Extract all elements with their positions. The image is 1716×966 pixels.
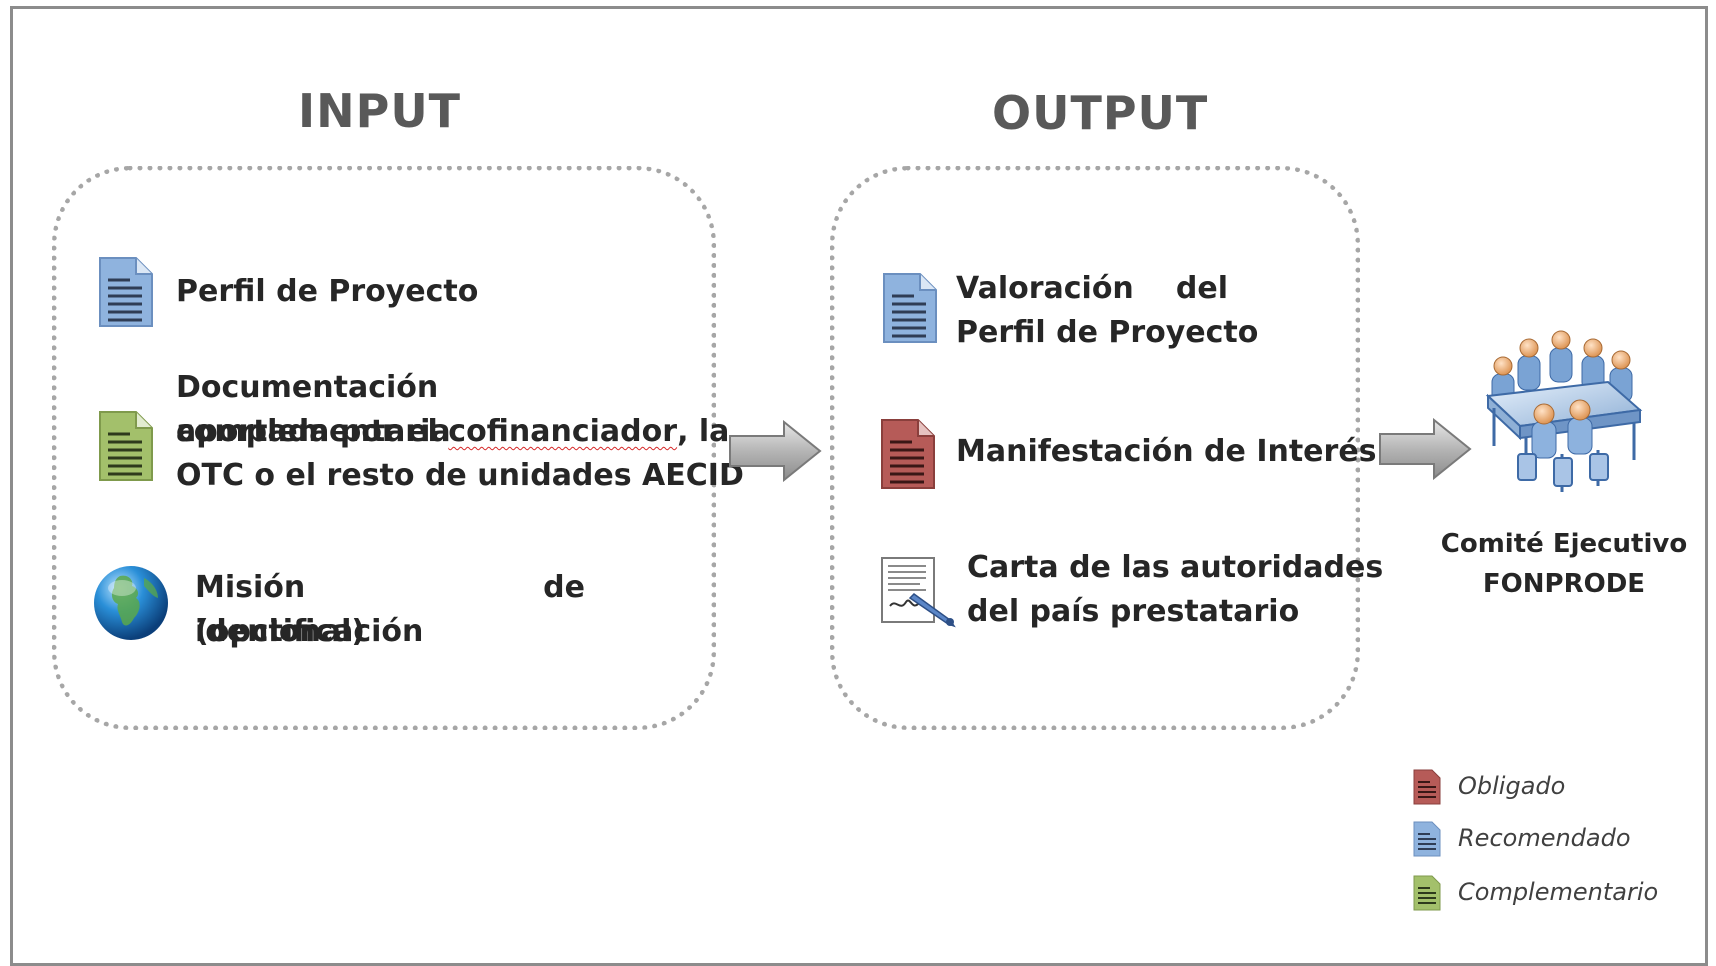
doc-blue-icon [99,257,153,327]
output-item-valoracion-line2: Perfil de Proyecto [956,315,1259,350]
legend-doc-blue-icon [1413,821,1441,857]
input-heading: INPUT [298,84,462,138]
committee-caption: Comité Ejecutivo FONPRODE [1440,524,1688,604]
cofinanciador-word: cofinanciador [448,414,678,449]
input-box [52,166,716,730]
input-item-mision-line1: Misión de identificación [195,570,585,649]
doc-line2-c: , la [677,414,730,449]
output-box [830,166,1360,730]
input-item-documentacion-line1: Documentación complementaria [176,370,451,449]
input-item-perfil-proyecto: Perfil de Proyecto [176,274,479,309]
globe-icon [94,566,168,640]
arrow-right-icon [1379,418,1472,480]
doc-line2-a: aportada por el [176,414,449,449]
input-item-documentacion-line2: aportada por el cofinanciador , la [176,410,729,454]
output-heading: OUTPUT [992,86,1209,140]
meeting-table-icon [1485,330,1643,492]
arrow-right-icon [729,420,822,482]
committee-line1: Comité Ejecutivo [1440,529,1688,559]
doc-green-icon [99,411,153,481]
legend-complementario: Complementario [1458,878,1659,906]
output-item-valoracion-line1: Valoración del [956,271,1228,306]
committee-line2: FONPRODE [1482,569,1646,599]
legend-recomendado: Recomendado [1458,824,1631,852]
signed-letter-icon [881,557,956,628]
input-item-documentacion-line3: OTC o el resto de unidades AECID [176,458,744,493]
legend-obligado: Obligado [1458,772,1566,800]
output-item-manifestacion: Manifestación de Interés [956,434,1377,469]
output-item-carta-line1: Carta de las autoridades [967,550,1384,585]
legend-doc-red-icon [1413,769,1441,805]
legend-doc-green-icon [1413,875,1441,911]
doc-red-icon [881,419,935,489]
doc-blue-icon [883,273,937,343]
input-item-mision-line2: (opcional) [195,614,366,649]
output-item-carta-line2: del país prestatario [967,594,1300,629]
